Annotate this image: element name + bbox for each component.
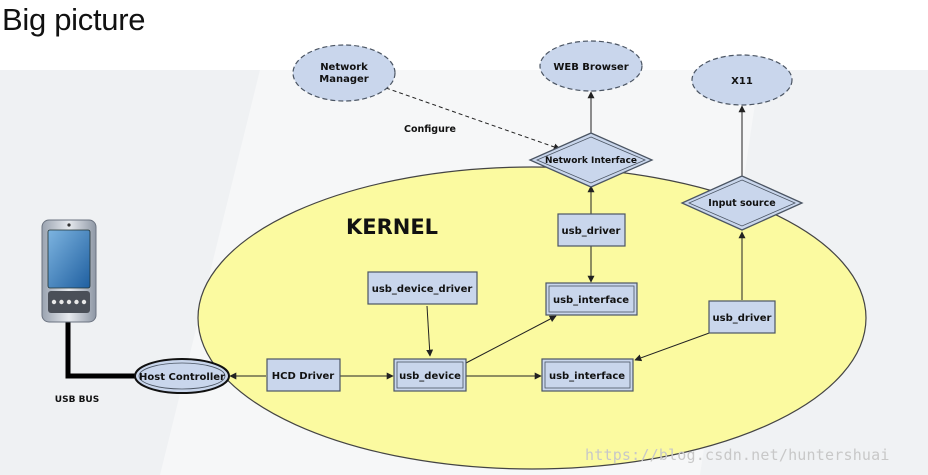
usb-interface-bottom-label: usb_interface: [549, 371, 625, 382]
usb-driver-top-label: usb_driver: [562, 226, 621, 237]
slide-panel-stripe: [0, 70, 260, 475]
edge-network-manager-to-network-interface: [385, 87, 561, 151]
usb-device-driver-label: usb_device_driver: [372, 284, 473, 295]
page-title: Big picture: [2, 2, 146, 37]
kernel-region: [197, 166, 867, 470]
web-browser-label: WEB Browser: [553, 62, 628, 73]
usb-driver-right-label: usb_driver: [713, 313, 772, 324]
usb-interface-top-label: usb_interface: [553, 295, 629, 306]
web-browser-node: WEB Browser: [539, 40, 643, 92]
watermark-text: https://blog.csdn.net/huntershuai: [585, 446, 890, 464]
configure-edge-label: Configure: [404, 124, 456, 135]
hcd-driver-label: HCD Driver: [272, 371, 334, 382]
network-manager-label-line1: Network: [320, 62, 368, 73]
phone-icon: [41, 219, 97, 323]
usb-interface-bottom-node: usb_interface: [541, 358, 634, 392]
input-source-node: Input source: [680, 175, 804, 231]
network-manager-label-line2: Manager: [319, 74, 369, 85]
usb-device-node: usb_device: [393, 358, 467, 392]
usb-driver-top-node: usb_driver: [557, 213, 626, 247]
network-interface-label: Network Interface: [545, 156, 637, 166]
hcd-driver-node: HCD Driver: [266, 358, 341, 392]
network-manager-node: Network Manager: [292, 44, 396, 102]
usb-bus-label: USB BUS: [55, 395, 99, 405]
usb-device-label: usb_device: [399, 371, 461, 382]
usb-bus-cable: [65, 322, 136, 379]
host-controller-label: Host Controller: [139, 372, 225, 383]
x11-label: X11: [731, 76, 753, 87]
kernel-label: KERNEL: [346, 215, 438, 239]
host-controller-node: Host Controller: [134, 358, 230, 394]
input-source-label: Input source: [708, 198, 775, 209]
edge-usb-device-driver-to-usb-device: [426, 305, 434, 357]
edge-usb-driver-to-usb-interface-bottom: [634, 331, 713, 362]
usb-device-driver-node: usb_device_driver: [367, 271, 478, 305]
usb-driver-right-node: usb_driver: [708, 300, 776, 334]
x11-node: X11: [691, 54, 793, 106]
usb-interface-top-node: usb_interface: [545, 282, 638, 316]
edge-usb-device-to-usb-interface-top: [465, 315, 557, 364]
network-interface-node: Network Interface: [528, 132, 654, 188]
